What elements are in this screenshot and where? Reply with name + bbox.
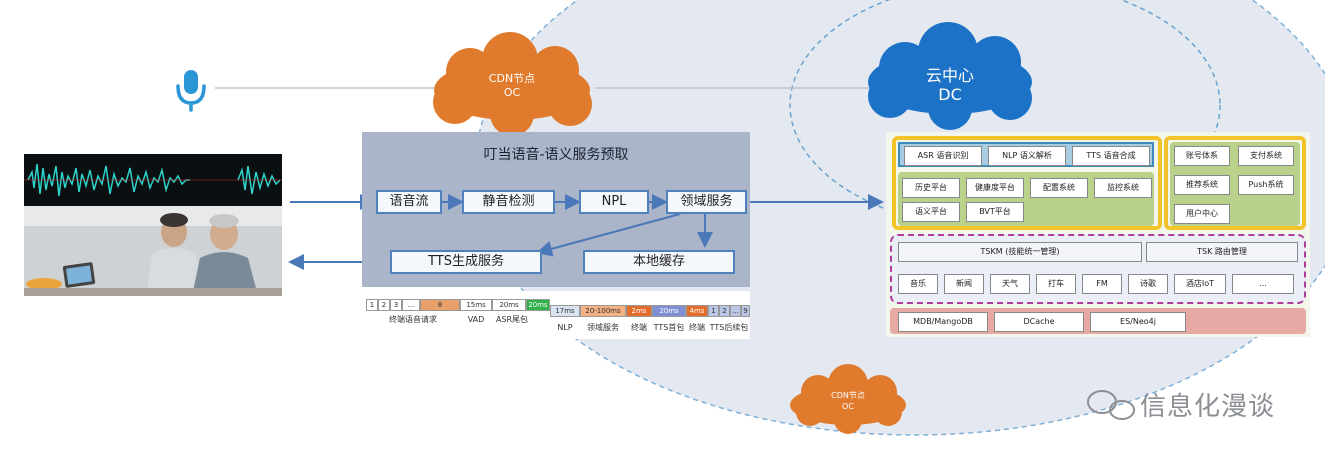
- asr-box: ASR 语音识别: [904, 146, 982, 166]
- dc-architecture: ASR 语音识别 NLP 语义解析 TTS 语音合成 历史平台 健康度平台 配置…: [886, 132, 1310, 337]
- table-label: 终端: [631, 323, 647, 332]
- table-cell: 2: [378, 299, 390, 311]
- table-cell: 4ms: [686, 305, 708, 317]
- cdn-cloud-bottom-shape: [790, 364, 906, 434]
- table-cell: 9: [741, 305, 750, 317]
- ai-platform-group: [892, 136, 1162, 230]
- user-photo: [24, 154, 282, 296]
- cdn-bottom-label: CDN节点 OC: [808, 390, 888, 412]
- photo-illustration: [24, 154, 282, 296]
- cdn-cloud-top-shape: [433, 32, 592, 136]
- account-item: 用户中心: [1174, 204, 1230, 224]
- table-cell: 2: [719, 305, 730, 317]
- cdn-top-sub: OC: [503, 86, 521, 99]
- table-cell: 20ms: [492, 299, 526, 311]
- table-cell: ...: [402, 299, 420, 311]
- storage-item: ES/Neo4j: [1090, 312, 1186, 332]
- table-cell: ...: [730, 305, 741, 317]
- skill-item: 酒店IoT: [1174, 274, 1226, 294]
- platform-item: 监控系统: [1094, 178, 1152, 198]
- platform-item: 配置系统: [1030, 178, 1088, 198]
- tts-service-box: TTS生成服务: [390, 250, 542, 274]
- dc-cloud-label: 云中心 DC: [900, 66, 1000, 104]
- cdn-bottom-name: CDN节点: [831, 391, 865, 400]
- table-cell: 17ms: [550, 305, 580, 317]
- table-cell: 2ms: [626, 305, 652, 317]
- tts-box: TTS 语音合成: [1072, 146, 1150, 166]
- step-silence-detection: 静音检测: [462, 190, 555, 214]
- timing-table: 1 2 3 ... 8 15ms 20ms 20ms 17ms 20-100ms…: [366, 291, 750, 339]
- tsk-box: TSK 路由管理: [1146, 242, 1298, 262]
- step-domain-service: 领域服务: [666, 190, 747, 214]
- table-cell: 3: [390, 299, 402, 311]
- skill-item: 音乐: [898, 274, 938, 294]
- step-voice-stream: 语音流: [376, 190, 442, 214]
- watermark-text: 信息化漫谈: [1140, 392, 1276, 422]
- step-npl: NPL: [579, 190, 649, 214]
- dc-cloud-shape: [868, 22, 1032, 130]
- platform-item: 健康度平台: [966, 178, 1024, 198]
- cdn-top-label: CDN节点 OC: [462, 72, 562, 100]
- cdn-top-name: CDN节点: [488, 72, 536, 85]
- skill-item: 天气: [990, 274, 1030, 294]
- skill-item: ...: [1232, 274, 1294, 294]
- table-cell: 15ms: [460, 299, 492, 311]
- storage-item: DCache: [994, 312, 1084, 332]
- table-label: TTS首包: [653, 323, 685, 332]
- microphone-icon: [176, 70, 206, 112]
- account-group: [1164, 136, 1306, 230]
- table-label: 领域服务: [587, 323, 619, 332]
- skill-item: 打车: [1036, 274, 1076, 294]
- table-label: NLP: [557, 323, 573, 332]
- account-item: Push系统: [1238, 175, 1294, 195]
- table-cell: 8: [420, 299, 460, 311]
- cdn-bottom-sub: OC: [842, 402, 854, 411]
- table-label: TTS后续包: [709, 323, 749, 332]
- table-label: 终端: [689, 323, 705, 332]
- table-label: ASR尾包: [495, 315, 529, 324]
- table-cell: 20ms: [652, 305, 686, 317]
- account-item: 支付系统: [1238, 146, 1294, 166]
- dc-sub: DC: [938, 85, 962, 104]
- table-cell: 20-100ms: [580, 305, 626, 317]
- skill-item: 新闻: [944, 274, 984, 294]
- nlp-box: NLP 语义解析: [988, 146, 1066, 166]
- storage-item: MDB/MangoDB: [898, 312, 988, 332]
- platform-item: 语义平台: [902, 202, 960, 222]
- skill-item: 诗歌: [1128, 274, 1168, 294]
- platform-item: 历史平台: [902, 178, 960, 198]
- dc-name: 云中心: [925, 66, 974, 85]
- table-cell: 1: [366, 299, 378, 311]
- skill-item: FM: [1082, 274, 1122, 294]
- table-label: 终端语音请求: [389, 315, 437, 324]
- table-cell: 20ms: [526, 299, 550, 311]
- tskm-box: TSKM (技能统一管理): [898, 242, 1142, 262]
- table-label: VAD: [467, 315, 485, 324]
- table-cell: 1: [708, 305, 719, 317]
- account-item: 推荐系统: [1174, 175, 1230, 195]
- platform-item: BVT平台: [966, 202, 1024, 222]
- pipeline-title: 叮当语音-语义服务预取: [483, 147, 629, 163]
- account-item: 账号体系: [1174, 146, 1230, 166]
- local-cache-box: 本地缓存: [583, 250, 735, 274]
